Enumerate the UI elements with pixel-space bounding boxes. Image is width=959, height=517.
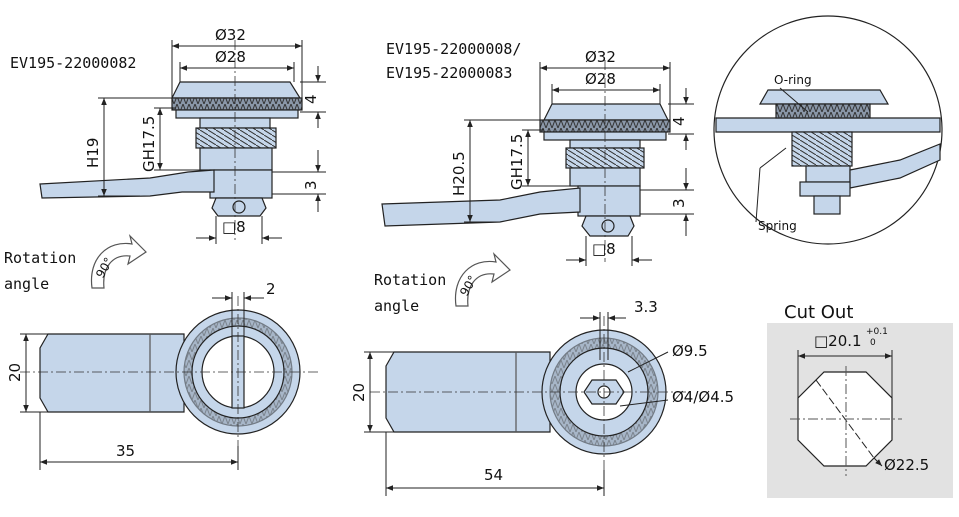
left-dia-inner: Ø28 bbox=[215, 48, 246, 66]
right-cam: 3 bbox=[670, 198, 688, 208]
right-part-code-2: EV195-22000083 bbox=[386, 64, 513, 82]
cutout-tol-upper: +0.1 bbox=[866, 327, 888, 337]
left-top-dimension-lines bbox=[20, 292, 264, 470]
rotation-label-left-1: Rotation bbox=[4, 249, 77, 267]
right-dia-hole: Ø4/Ø4.5 bbox=[672, 388, 735, 406]
right-dia-outer: Ø32 bbox=[585, 48, 616, 66]
right-height: H20.5 bbox=[450, 151, 468, 196]
rotation-label-left-2: angle bbox=[4, 275, 50, 293]
left-height: H19 bbox=[84, 137, 102, 168]
left-length: 35 bbox=[116, 442, 136, 460]
right-square: □8 bbox=[592, 240, 616, 258]
cutout-dimension-lines bbox=[790, 350, 902, 476]
rotation-label-right-1: Rotation bbox=[374, 271, 447, 289]
left-width: 20 bbox=[6, 362, 24, 382]
left-dimension-lines bbox=[98, 40, 326, 244]
right-width: 20 bbox=[350, 382, 368, 402]
right-dimension-lines bbox=[464, 62, 694, 266]
left-flange: 4 bbox=[302, 94, 320, 104]
cutout-title: Cut Out bbox=[784, 302, 854, 323]
right-thread: GH17.5 bbox=[508, 133, 526, 190]
left-square: □8 bbox=[222, 218, 246, 236]
left-thread: GH17.5 bbox=[140, 115, 158, 172]
rotation-arrow-right bbox=[454, 252, 511, 307]
detail-section-view bbox=[713, 15, 943, 245]
right-part-code-1: EV195-22000008/ bbox=[386, 40, 522, 58]
oring-label: O-ring bbox=[774, 73, 812, 87]
right-flange: 4 bbox=[670, 116, 688, 126]
right-top-dimension-lines bbox=[364, 312, 669, 496]
right-dia-inner: Ø28 bbox=[585, 70, 616, 88]
rotation-arrow-left bbox=[90, 234, 147, 289]
cutout-square: □20.1 bbox=[814, 332, 862, 350]
right-side-view bbox=[381, 103, 671, 237]
left-slot: 2 bbox=[266, 280, 276, 298]
cutout-tol-lower: 0 bbox=[870, 338, 876, 348]
spring-label: Spring bbox=[758, 219, 797, 233]
left-part-code: EV195-22000082 bbox=[10, 54, 137, 72]
rotation-label-right-2: angle bbox=[374, 297, 420, 315]
right-dia-key: Ø9.5 bbox=[672, 342, 708, 360]
left-cam: 3 bbox=[302, 180, 320, 190]
left-side-view bbox=[39, 81, 303, 217]
right-length: 54 bbox=[484, 466, 504, 484]
left-dia-outer: Ø32 bbox=[215, 26, 246, 44]
cutout-diameter: Ø22.5 bbox=[884, 456, 930, 474]
right-offset: 3.3 bbox=[634, 298, 658, 316]
